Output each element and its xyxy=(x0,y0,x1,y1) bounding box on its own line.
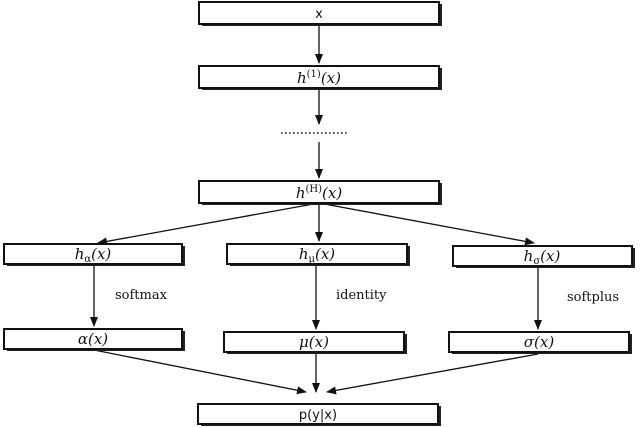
node-h-alpha-label: hα(x) xyxy=(75,245,112,265)
node-input-label: x xyxy=(315,7,323,22)
node-hH: h(H)(x) xyxy=(198,180,442,205)
node-mu: μ(x) xyxy=(223,331,407,354)
edge-label-softplus: softplus xyxy=(567,290,619,305)
node-output-label: p(y|x) xyxy=(299,408,337,423)
node-h-alpha: hα(x) xyxy=(3,243,185,266)
node-h-mu-label: hμ(x) xyxy=(299,245,335,265)
edge-alpha-to-output xyxy=(93,349,307,395)
node-output: p(y|x) xyxy=(197,403,441,426)
node-alpha-label: α(x) xyxy=(78,330,108,348)
node-h-sigma: hσ(x) xyxy=(452,245,635,268)
node-input: x xyxy=(198,1,442,26)
node-sigma: σ(x) xyxy=(448,331,632,354)
node-alpha: α(x) xyxy=(3,328,185,351)
edge-hH-to-h-sigma xyxy=(318,202,535,246)
node-h1: h(1)(x) xyxy=(198,65,442,90)
edge-label-softmax: softmax xyxy=(115,288,168,303)
edge-hH-to-h-alpha xyxy=(97,202,320,246)
node-sigma-label: σ(x) xyxy=(524,333,555,351)
node-h-mu: hμ(x) xyxy=(226,243,410,266)
edge-sigma-to-output xyxy=(326,353,539,395)
node-h-sigma-label: hσ(x) xyxy=(524,247,561,267)
edges xyxy=(90,24,542,395)
node-h1-label: h(1)(x) xyxy=(297,69,341,87)
node-hH-label: h(H)(x) xyxy=(296,184,343,202)
node-mu-label: μ(x) xyxy=(299,333,329,351)
edge-label-identity: identity xyxy=(336,288,387,303)
